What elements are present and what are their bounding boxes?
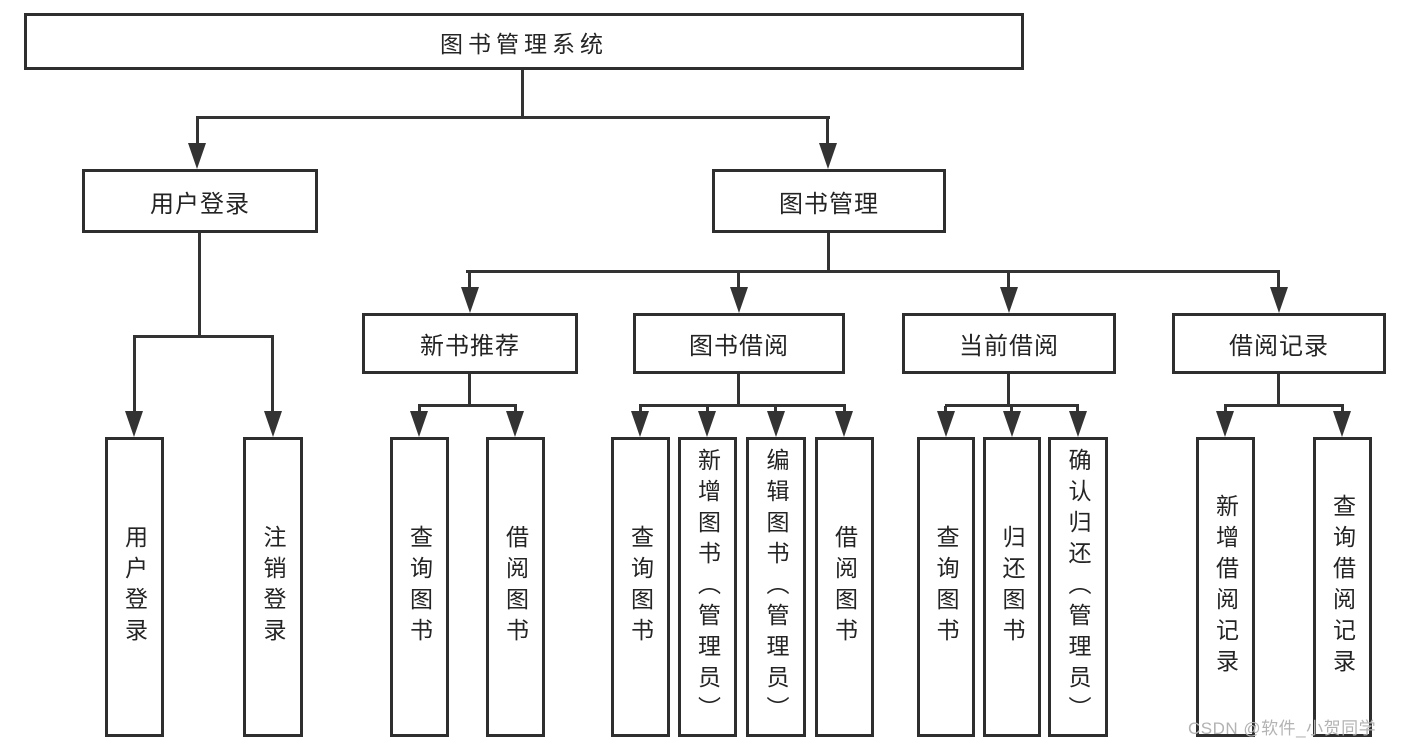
connector-vline xyxy=(1007,373,1010,406)
node-user-login-label: 用户登录 xyxy=(150,190,250,218)
leaf-user-login-label: 用户登录 xyxy=(121,525,148,649)
arrow-down-icon xyxy=(410,411,428,437)
leaf-nbr-query-books: 查询图书 xyxy=(390,437,449,737)
node-book-management-label: 图书管理 xyxy=(779,190,879,218)
arrow-down-icon xyxy=(461,287,479,313)
connector-stem xyxy=(737,272,740,292)
node-library-system-label: 图书管理系统 xyxy=(440,30,608,57)
leaf-logout-label: 注销登录 xyxy=(260,525,286,649)
leaf-cb-confirm-return-admin-label: 确认归还（管理员） xyxy=(1065,447,1091,727)
arrow-down-icon xyxy=(1069,411,1087,437)
arrow-down-icon xyxy=(125,411,143,437)
leaf-bb-query-books: 查询图书 xyxy=(611,437,670,737)
connector-stem xyxy=(271,337,274,417)
arrow-down-icon xyxy=(264,411,282,437)
leaf-bb-edit-books-admin: 编辑图书（管理员） xyxy=(746,437,806,737)
node-book-borrowing: 图书借阅 xyxy=(633,313,845,374)
node-new-book-recommendation-label: 新书推荐 xyxy=(420,333,520,360)
arrow-down-icon xyxy=(835,411,853,437)
arrow-down-icon xyxy=(188,143,206,169)
connector-stem xyxy=(133,337,136,417)
leaf-cb-return-books-label: 归还图书 xyxy=(999,525,1025,649)
leaf-cb-query-books: 查询图书 xyxy=(917,437,975,737)
arrow-down-icon xyxy=(506,411,524,437)
node-book-borrowing-label: 图书借阅 xyxy=(689,333,789,360)
arrow-down-icon xyxy=(698,411,716,437)
leaf-br-query-borrow-record: 查询借阅记录 xyxy=(1313,437,1372,737)
leaf-bb-add-books-admin: 新增图书（管理员） xyxy=(678,437,737,737)
connector-vline xyxy=(521,69,524,119)
leaf-user-login: 用户登录 xyxy=(105,437,164,737)
connector-hline xyxy=(466,270,1280,273)
node-book-management: 图书管理 xyxy=(712,169,946,233)
node-borrowing-records-label: 借阅记录 xyxy=(1229,333,1329,360)
leaf-bb-query-books-label: 查询图书 xyxy=(627,525,654,649)
leaf-br-add-borrow-record-label: 新增借阅记录 xyxy=(1212,494,1239,680)
node-borrowing-records: 借阅记录 xyxy=(1172,313,1386,374)
connector-hline xyxy=(196,116,830,119)
arrow-down-icon xyxy=(1270,287,1288,313)
arrow-down-icon xyxy=(937,411,955,437)
connector-hline xyxy=(639,404,846,407)
node-current-borrowing-label: 当前借阅 xyxy=(959,333,1059,360)
arrow-down-icon xyxy=(1000,287,1018,313)
arrow-down-icon xyxy=(1003,411,1021,437)
connector-hline xyxy=(133,335,274,338)
arrow-down-icon xyxy=(819,143,837,169)
node-current-borrowing: 当前借阅 xyxy=(902,313,1116,374)
node-new-book-recommendation: 新书推荐 xyxy=(362,313,578,374)
leaf-logout: 注销登录 xyxy=(243,437,303,737)
arrow-down-icon xyxy=(1216,411,1234,437)
leaf-cb-return-books: 归还图书 xyxy=(983,437,1041,737)
connector-stem xyxy=(1277,272,1280,292)
node-library-system: 图书管理系统 xyxy=(24,13,1024,70)
leaf-nbr-borrow-books: 借阅图书 xyxy=(486,437,545,737)
leaf-bb-add-books-admin-label: 新增图书（管理员） xyxy=(694,447,721,727)
csdn-watermark: CSDN @软件_小贺同学 xyxy=(1188,719,1377,738)
connector-vline xyxy=(468,373,471,406)
leaf-br-query-borrow-record-label: 查询借阅记录 xyxy=(1329,494,1356,680)
connector-vline xyxy=(737,373,740,406)
connector-vline xyxy=(827,232,830,272)
arrow-down-icon xyxy=(631,411,649,437)
leaf-nbr-borrow-books-label: 借阅图书 xyxy=(502,525,529,649)
connector-hline xyxy=(1224,404,1344,407)
connector-hline xyxy=(945,404,1079,407)
leaf-nbr-query-books-label: 查询图书 xyxy=(406,525,433,649)
node-user-login: 用户登录 xyxy=(82,169,318,233)
connector-stem xyxy=(468,272,471,292)
connector-hline xyxy=(418,404,517,407)
arrow-down-icon xyxy=(767,411,785,437)
connector-vline xyxy=(1277,373,1280,406)
leaf-bb-edit-books-admin-label: 编辑图书（管理员） xyxy=(763,447,789,727)
connector-stem xyxy=(1007,272,1010,292)
leaf-cb-query-books-label: 查询图书 xyxy=(933,525,959,649)
connector-stem xyxy=(196,118,199,148)
leaf-cb-confirm-return-admin: 确认归还（管理员） xyxy=(1048,437,1108,737)
leaf-bb-borrow-books-label: 借阅图书 xyxy=(831,525,858,649)
connector-stem xyxy=(826,118,829,148)
leaf-bb-borrow-books: 借阅图书 xyxy=(815,437,874,737)
leaf-br-add-borrow-record: 新增借阅记录 xyxy=(1196,437,1255,737)
arrow-down-icon xyxy=(1333,411,1351,437)
connector-vline xyxy=(198,232,201,337)
arrow-down-icon xyxy=(730,287,748,313)
